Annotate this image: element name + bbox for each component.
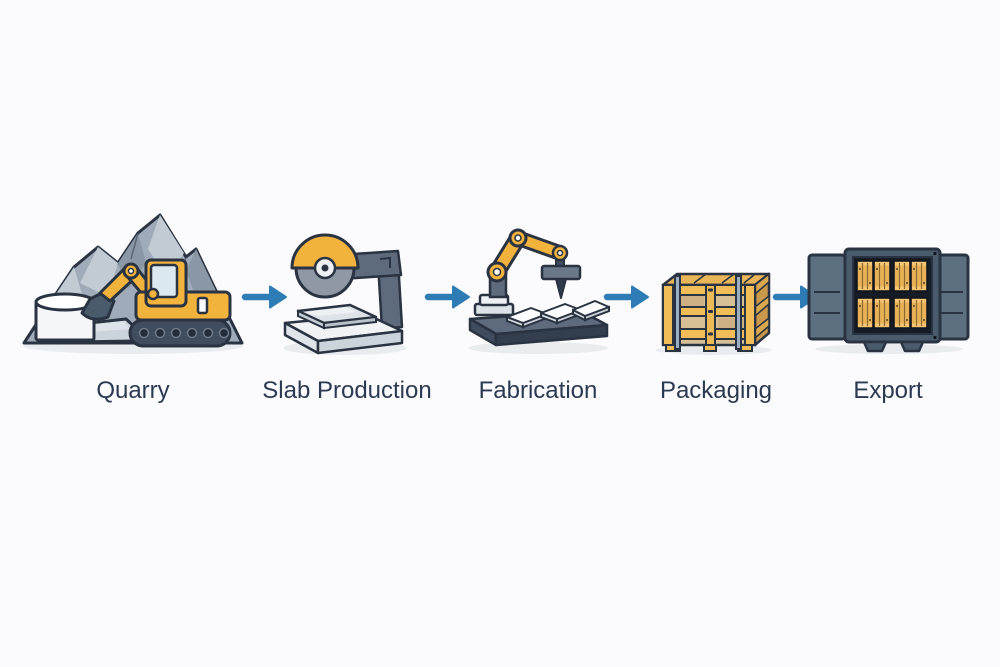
slab-saw-icon-box xyxy=(280,205,415,355)
stage-label-quarry: Quarry xyxy=(96,377,170,404)
robot-arm-icon xyxy=(468,228,610,354)
stage-quarry: Quarry xyxy=(13,205,253,406)
flow-right-arrow-icon xyxy=(424,285,470,309)
stage-label-slab-production: Slab Production xyxy=(262,377,432,404)
shipping-container-icon xyxy=(807,247,969,354)
quarry-icon-box xyxy=(18,205,248,355)
stage-export: Export xyxy=(798,205,978,406)
stage-slab-production: Slab Production xyxy=(247,205,447,406)
stage-label-packaging: Packaging xyxy=(659,377,773,404)
flow-right-arrow-icon xyxy=(603,285,649,309)
stage-label-export: Export xyxy=(853,377,923,404)
robot-arm-icon-box xyxy=(463,205,613,355)
stage-fabrication: Fabrication xyxy=(453,205,623,406)
stage-label-fabrication: Fabrication xyxy=(478,377,598,404)
quarry-icon xyxy=(22,213,244,354)
slab-saw-icon xyxy=(282,233,407,355)
wooden-crate-icon xyxy=(655,272,772,355)
wooden-crate-icon-box xyxy=(654,205,779,355)
shipping-container-icon-box xyxy=(806,205,971,355)
flow-right-arrow-icon xyxy=(241,285,287,309)
stage-packaging: Packaging xyxy=(631,205,801,406)
